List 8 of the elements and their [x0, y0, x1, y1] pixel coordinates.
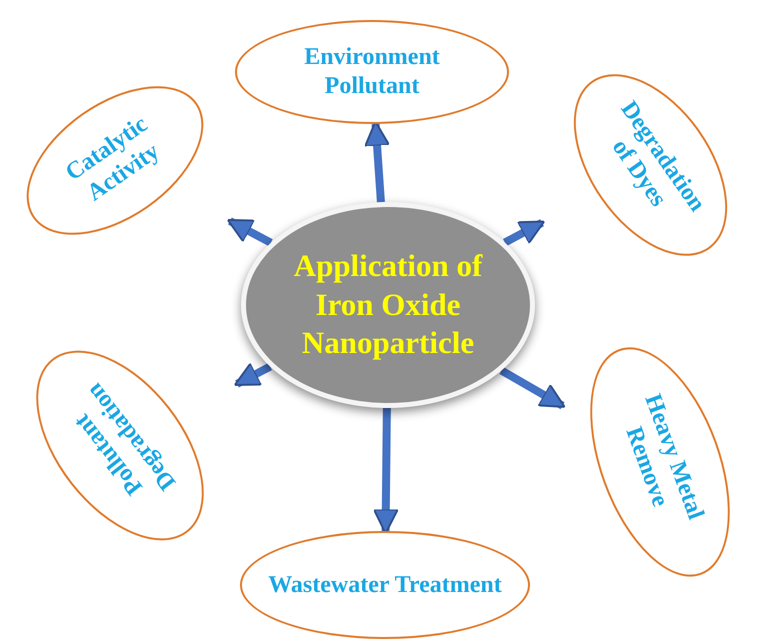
arrow: [234, 362, 272, 388]
topic-label: Environment Pollutant: [303, 43, 441, 101]
title-text: Application of Iron Oxide Nanoparticle: [292, 246, 484, 362]
arrow: [226, 218, 273, 246]
arrow: [499, 367, 566, 410]
topic-label: Heavy Metal Remove: [620, 390, 710, 526]
arrow: [503, 219, 546, 246]
topic-label: Wastewater Treatment: [267, 570, 503, 600]
